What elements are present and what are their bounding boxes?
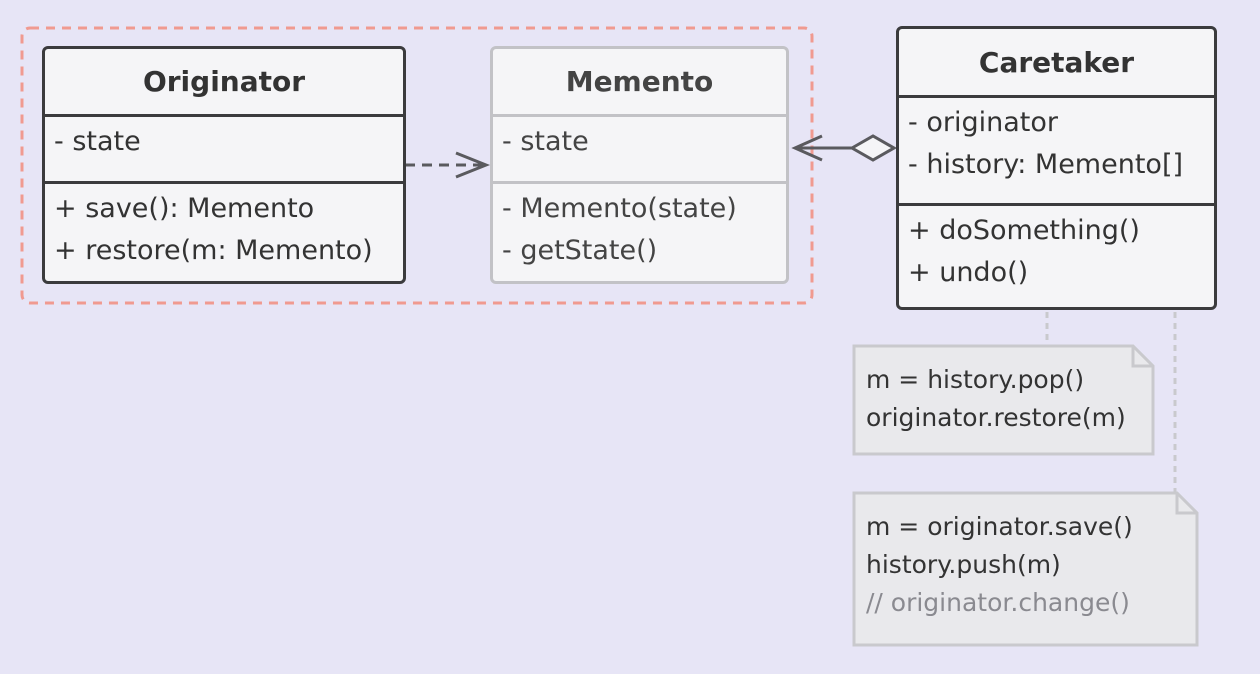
originator-methods: + save(): Memento + restore(m: Memento) bbox=[45, 184, 403, 272]
caretaker-class-name: Caretaker bbox=[899, 29, 1214, 98]
note-line: m = history.pop() bbox=[866, 365, 1085, 394]
caretaker-fields: - originator - history: Memento[] bbox=[899, 98, 1214, 206]
note-comment-line: // originator.change() bbox=[866, 588, 1130, 617]
originator-class-name: Originator bbox=[45, 49, 403, 117]
caretaker-method: + doSomething() bbox=[908, 215, 1140, 246]
originator-field: - state bbox=[54, 126, 141, 157]
memento-method: - getState() bbox=[502, 235, 658, 266]
originator-method: + save(): Memento bbox=[54, 193, 315, 224]
do-something-note-shape bbox=[852, 491, 1199, 647]
do-something-note-fold bbox=[1175, 493, 1197, 515]
note-line: history.push(m) bbox=[866, 550, 1061, 579]
do-something-note: m = originator.save() history.push(m) //… bbox=[854, 493, 1197, 645]
originator-class: Originator - state + save(): Memento + r… bbox=[42, 46, 406, 284]
undo-note: m = history.pop() originator.restore(m) bbox=[854, 346, 1153, 454]
memento-methods: - Memento(state) - getState() bbox=[493, 184, 786, 272]
originator-method: + restore(m: Memento) bbox=[54, 235, 373, 266]
memento-class-name: Memento bbox=[493, 49, 786, 117]
aggregation-arrowhead bbox=[791, 134, 823, 162]
memento-class: Memento - state - Memento(state) - getSt… bbox=[490, 46, 789, 284]
caretaker-class: Caretaker - originator - history: Mement… bbox=[896, 26, 1217, 310]
memento-field: - state bbox=[502, 126, 589, 157]
caretaker-methods: + doSomething() + undo() bbox=[899, 206, 1214, 294]
undo-note-fold bbox=[1131, 346, 1153, 368]
aggregation-diamond-icon bbox=[848, 134, 898, 162]
caretaker-method: + undo() bbox=[908, 257, 1029, 288]
note-line: originator.restore(m) bbox=[866, 403, 1126, 432]
note-line: m = originator.save() bbox=[866, 512, 1133, 541]
memento-method: - Memento(state) bbox=[502, 193, 737, 224]
undo-note-shape bbox=[852, 344, 1155, 456]
caretaker-field: - originator bbox=[908, 107, 1058, 138]
originator-fields: - state bbox=[45, 117, 403, 184]
dependency-arrowhead bbox=[455, 151, 491, 179]
caretaker-field: - history: Memento[] bbox=[908, 149, 1184, 180]
memento-fields: - state bbox=[493, 117, 786, 184]
group-boundary bbox=[20, 26, 814, 305]
